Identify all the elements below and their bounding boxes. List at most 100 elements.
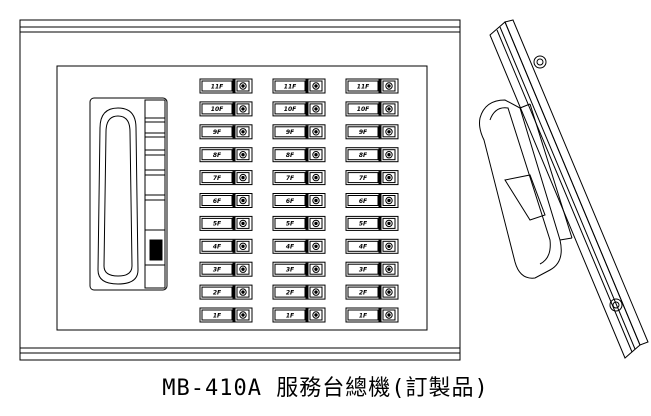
side-view: [479, 19, 649, 359]
speaker-grille-icon: [149, 239, 163, 261]
handset-body: [97, 107, 139, 285]
indicator-lamp-icon: [312, 265, 320, 273]
floor-button[interactable]: 1F: [345, 307, 399, 323]
caption: MB-410A 服務台總機(訂製品): [162, 376, 489, 401]
handset-cradle: [89, 97, 168, 291]
floor-label: 4F: [286, 244, 295, 251]
floor-label: 2F: [213, 289, 222, 296]
floor-button[interactable]: 6F: [272, 193, 326, 208]
floor-label: 4F: [359, 244, 368, 251]
floor-label: 10F: [284, 106, 297, 113]
floor-label: 3F: [359, 267, 368, 274]
floor-button[interactable]: 7F: [272, 170, 326, 186]
faceplate: [56, 65, 428, 331]
floor-label: 7F: [359, 175, 368, 182]
floor-label: 3F: [213, 267, 222, 274]
indicator-lamp-icon: [385, 219, 393, 228]
floor-button[interactable]: 4F: [345, 238, 399, 254]
bottom-screw-icon: [609, 298, 623, 312]
indicator-lamp-icon: [239, 196, 247, 205]
floor-button[interactable]: 11F: [199, 78, 253, 94]
floor-label: 6F: [213, 198, 222, 205]
floor-button-columns: 11F 10F 9F 8F 7F 6F 5F 4F 3F 2F 1F 11F 10F 9F 8F 7F 6F 5F…: [199, 78, 399, 323]
indicator-lamp-icon: [385, 173, 393, 182]
floor-button[interactable]: 2F: [345, 284, 399, 300]
indicator-lamp-icon: [239, 288, 247, 296]
floor-button[interactable]: 1F: [199, 307, 253, 323]
floor-label: 11F: [211, 83, 224, 90]
indicator-lamp-icon: [312, 219, 320, 228]
floor-button[interactable]: 9F: [272, 124, 326, 140]
indicator-lamp-icon: [239, 242, 247, 251]
indicator-lamp-icon: [239, 128, 247, 136]
floor-button[interactable]: 5F: [272, 215, 326, 231]
floor-label: 5F: [286, 221, 295, 228]
floor-button[interactable]: 4F: [272, 238, 326, 254]
floor-button[interactable]: 11F: [272, 78, 326, 94]
top-screw-icon: [533, 55, 547, 69]
floor-button[interactable]: 2F: [272, 284, 326, 300]
floor-label: 5F: [359, 221, 368, 228]
button-column-2: 11F 10F 9F 8F 7F 6F 5F 4F 3F 2F 1F: [272, 78, 326, 323]
floor-button[interactable]: 7F: [199, 170, 253, 186]
floor-label: 6F: [286, 198, 295, 205]
floor-button[interactable]: 9F: [199, 124, 253, 140]
floor-label: 5F: [213, 221, 222, 228]
floor-button[interactable]: 3F: [199, 261, 253, 277]
floor-label: 7F: [213, 175, 222, 182]
floor-label: 8F: [213, 152, 222, 159]
floor-button[interactable]: 6F: [199, 193, 253, 208]
button-column-1: 11F 10F 9F 8F 7F 6F 5F 4F 3F 2F 1F: [199, 78, 253, 323]
floor-button[interactable]: 10F: [345, 101, 399, 117]
floor-button[interactable]: 10F: [272, 101, 326, 117]
indicator-lamp-icon: [312, 151, 320, 159]
floor-button[interactable]: 8F: [345, 147, 399, 163]
indicator-lamp-icon: [385, 265, 393, 273]
floor-button[interactable]: 4F: [199, 238, 253, 254]
indicator-lamp-icon: [312, 82, 320, 90]
floor-button[interactable]: 7F: [345, 170, 399, 186]
floor-label: 3F: [286, 267, 295, 274]
indicator-lamp-icon: [385, 196, 393, 205]
indicator-lamp-icon: [385, 105, 393, 113]
indicator-lamp-icon: [239, 82, 247, 90]
floor-button[interactable]: 8F: [199, 147, 253, 163]
floor-button[interactable]: 11F: [345, 78, 399, 94]
floor-button[interactable]: 3F: [272, 261, 326, 277]
floor-button[interactable]: 10F: [199, 101, 253, 117]
indicator-lamp-icon: [239, 311, 247, 319]
floor-button[interactable]: 5F: [345, 215, 399, 231]
floor-button[interactable]: 1F: [272, 307, 326, 323]
indicator-lamp-icon: [312, 128, 320, 136]
floor-button[interactable]: 3F: [345, 261, 399, 277]
indicator-lamp-icon: [239, 105, 247, 113]
handset-inner: [103, 115, 133, 277]
button-column-3: 11F 10F 9F 8F 7F 6F 5F 4F 3F 2F 1F: [345, 78, 399, 323]
floor-button[interactable]: 2F: [199, 284, 253, 300]
floor-button[interactable]: 8F: [272, 147, 326, 163]
floor-label: 2F: [359, 289, 368, 296]
indicator-lamp-icon: [312, 288, 320, 296]
floor-button[interactable]: 9F: [345, 124, 399, 140]
front-view: 11F 10F 9F 8F 7F 6F 5F 4F 3F 2F 1F 11F 10F 9F 8F 7F 6F 5F…: [19, 19, 461, 361]
indicator-lamp-icon: [312, 105, 320, 113]
floor-label: 11F: [357, 83, 370, 90]
floor-label: 6F: [359, 198, 368, 205]
indicator-lamp-icon: [385, 151, 393, 159]
floor-button[interactable]: 6F: [345, 193, 399, 208]
floor-button[interactable]: 5F: [199, 215, 253, 231]
indicator-lamp-icon: [239, 219, 247, 228]
floor-label: 10F: [357, 106, 370, 113]
floor-label: 1F: [359, 312, 368, 319]
floor-label: 8F: [359, 152, 368, 159]
indicator-lamp-icon: [239, 265, 247, 273]
floor-label: 9F: [213, 129, 222, 136]
floor-label: 1F: [213, 312, 222, 319]
floor-label: 10F: [211, 106, 224, 113]
indicator-lamp-icon: [312, 173, 320, 182]
indicator-lamp-icon: [312, 311, 320, 319]
indicator-lamp-icon: [385, 311, 393, 319]
floor-label: 9F: [286, 129, 295, 136]
floor-label: 8F: [286, 152, 295, 159]
